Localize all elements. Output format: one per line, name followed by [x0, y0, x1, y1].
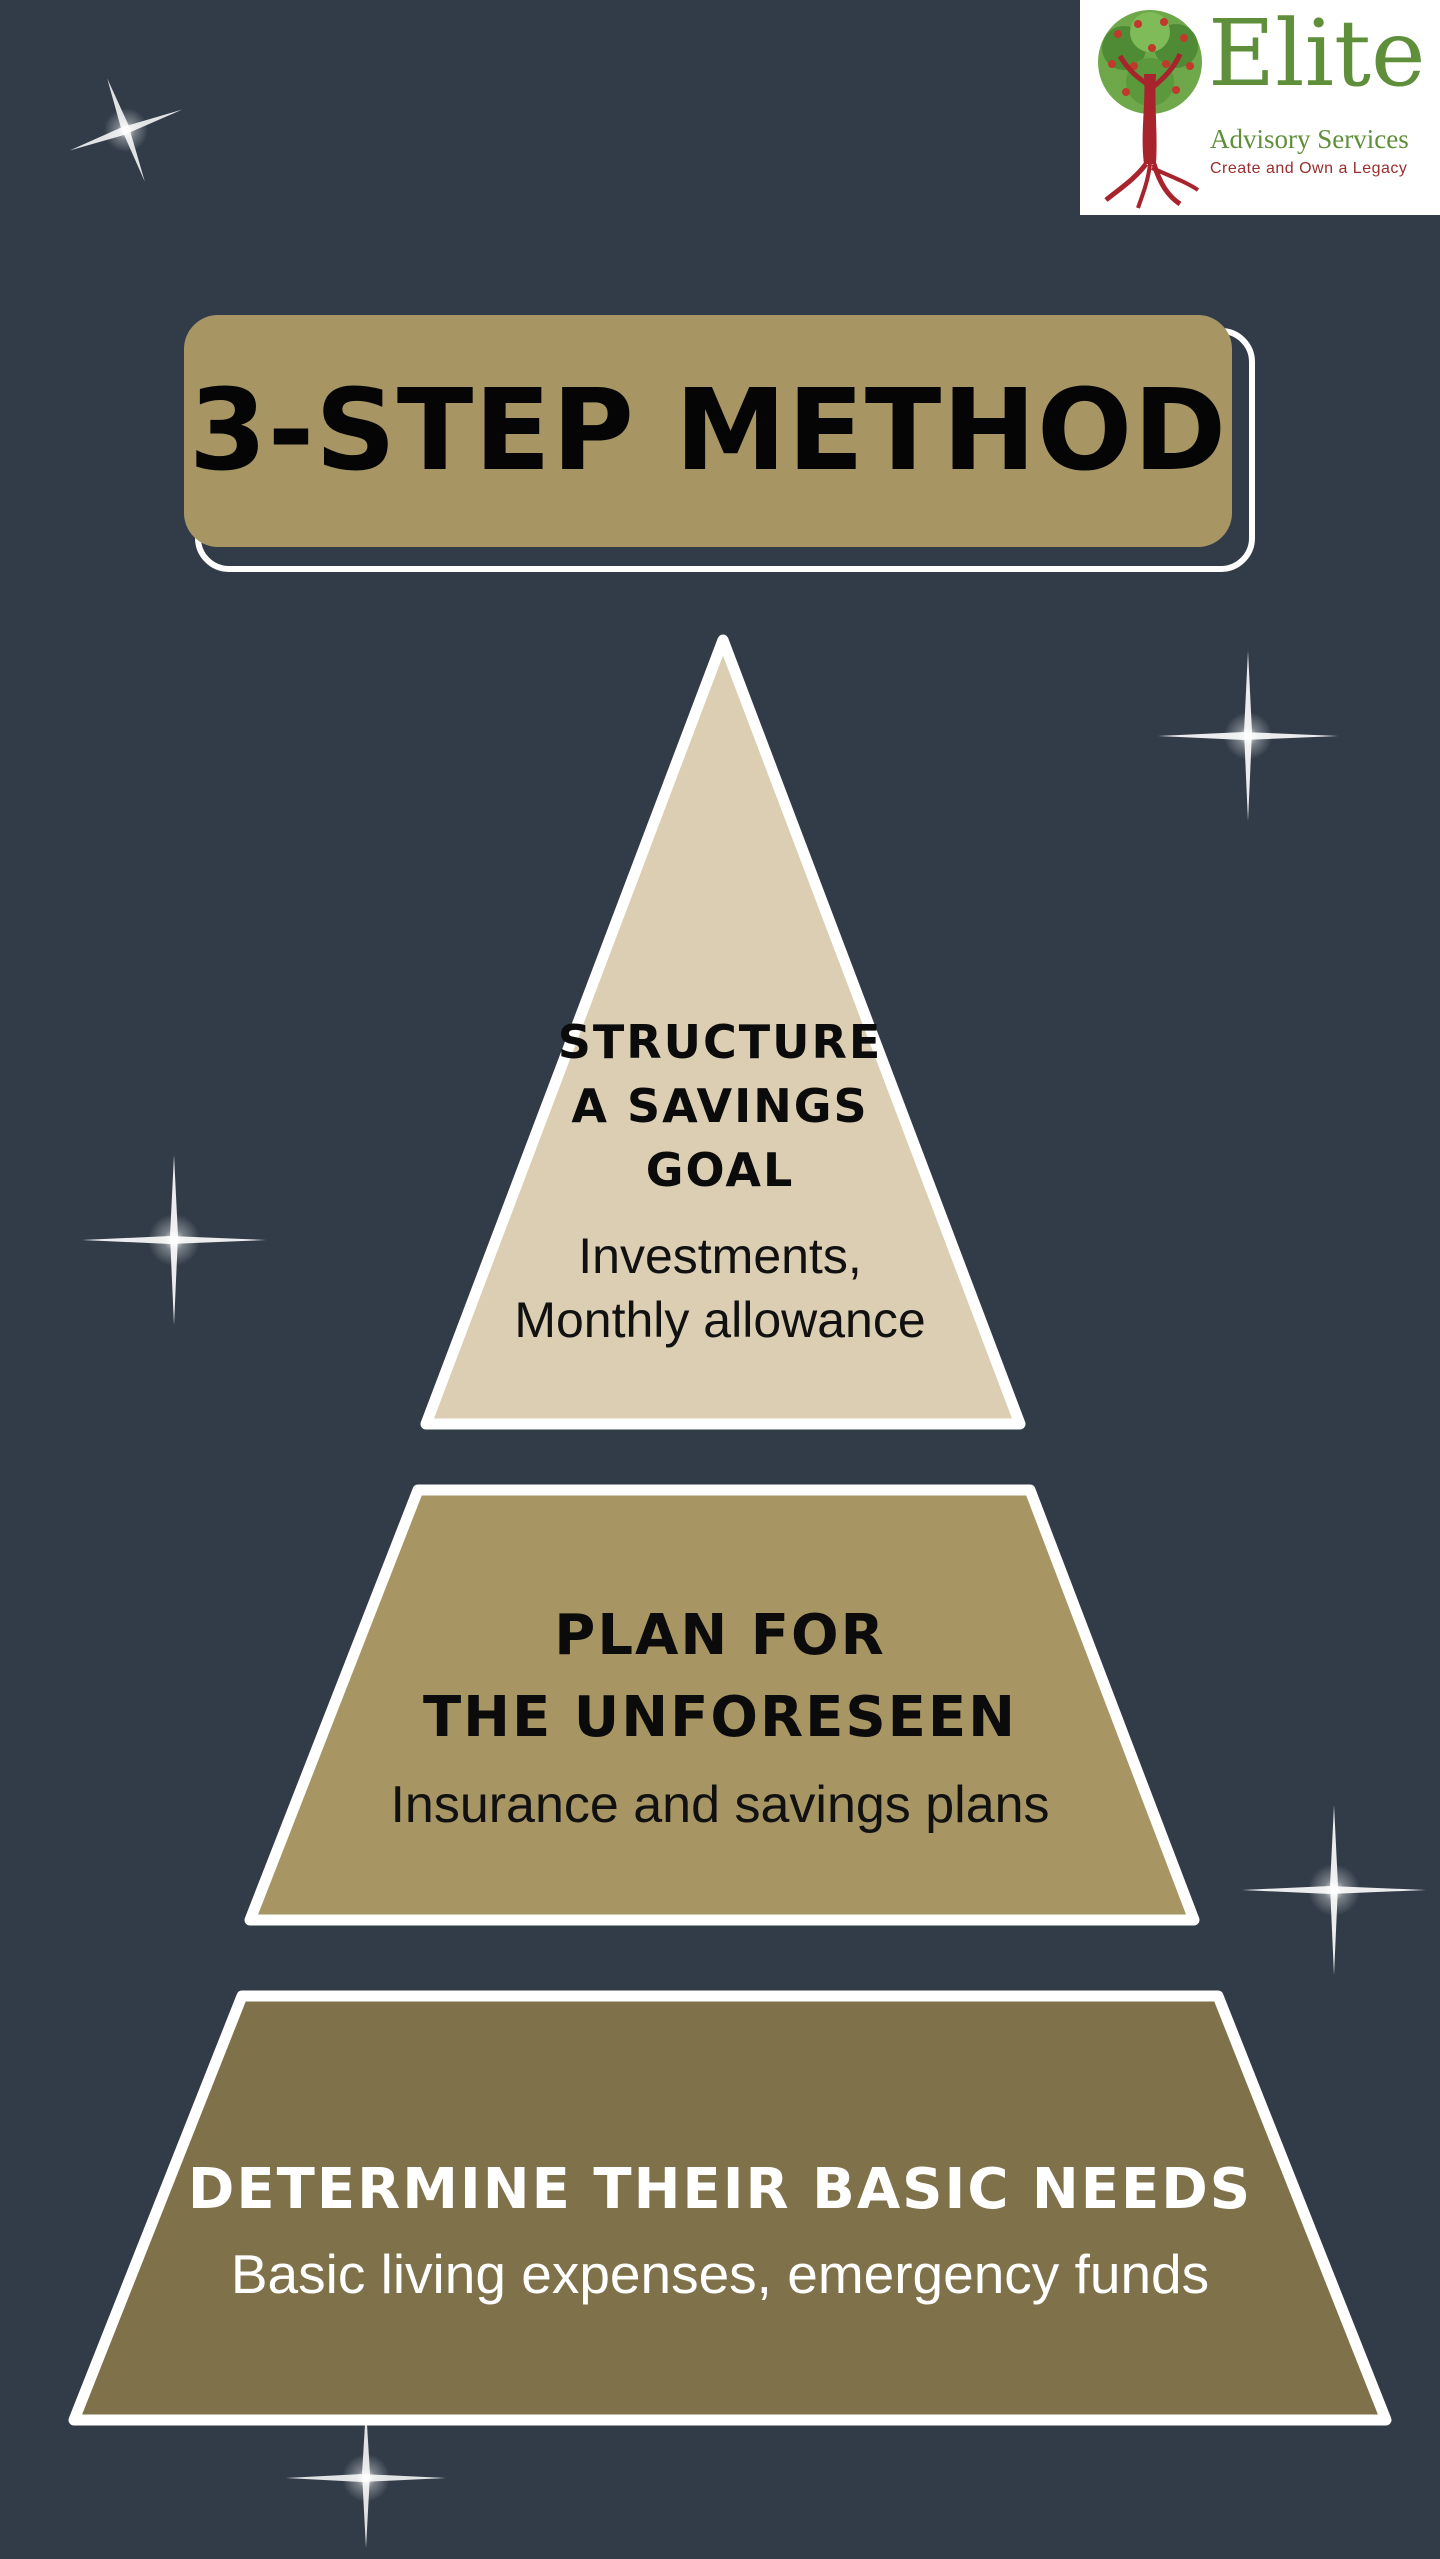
logo-subtitle: Advisory Services — [1210, 124, 1409, 154]
tier-middle-heading-line: THE UNFORESEEN — [422, 1685, 1018, 1750]
brand-logo: Elite Advisory Services Create and Own a… — [1080, 0, 1440, 215]
tier-top-description-line: Monthly allowance — [514, 1292, 926, 1348]
page-title: 3-STEP METHOD — [188, 366, 1228, 496]
tier-top-text: STRUCTURE A SAVINGS GOAL Investments, Mo… — [400, 1010, 1040, 1352]
sparkle-icon — [1242, 1805, 1426, 1975]
tier-bottom-description-line: Basic living expenses, emergency funds — [230, 2243, 1210, 2305]
tree-logo-icon — [1098, 10, 1202, 209]
logo-wordmark: Elite — [1208, 0, 1426, 107]
sparkle-icon — [1158, 651, 1338, 821]
tier-middle-description: Insurance and savings plans — [300, 1773, 1140, 1837]
sparkle-icon — [82, 1155, 266, 1325]
tier-middle-heading: PLAN FOR THE UNFORESEEN — [300, 1595, 1140, 1759]
sparkle-icon — [69, 78, 183, 182]
tier-middle-description-line: Insurance and savings plans — [390, 1776, 1050, 1834]
tier-middle-text: PLAN FOR THE UNFORESEEN Insurance and sa… — [300, 1595, 1140, 1837]
tier-top-heading-line: GOAL — [645, 1143, 795, 1197]
tier-bottom-text: DETERMINE THEIR BASIC NEEDS Basic living… — [120, 2150, 1320, 2310]
pyramid-tier-middle — [244, 1484, 1200, 1926]
tier-middle-heading-line: PLAN FOR — [554, 1603, 886, 1668]
tier-bottom-heading-line: DETERMINE THEIR BASIC NEEDS — [187, 2157, 1253, 2222]
tier-top-description-line: Investments, — [578, 1228, 862, 1284]
logo-tagline: Create and Own a Legacy — [1210, 160, 1408, 177]
tier-top-heading-line: STRUCTURE — [557, 1015, 883, 1069]
tier-bottom-description: Basic living expenses, emergency funds — [120, 2238, 1320, 2310]
tier-top-heading-line: A SAVINGS — [571, 1079, 869, 1133]
tier-bottom-heading: DETERMINE THEIR BASIC NEEDS — [120, 2150, 1320, 2230]
title-banner — [184, 315, 1232, 547]
tier-top-description: Investments, Monthly allowance — [400, 1224, 1040, 1352]
pyramid-tier-top — [420, 634, 1026, 1430]
pyramid-tier-bottom — [68, 1990, 1392, 2426]
tier-top-heading: STRUCTURE A SAVINGS GOAL — [400, 1010, 1040, 1202]
sparkle-icon — [286, 2408, 446, 2548]
